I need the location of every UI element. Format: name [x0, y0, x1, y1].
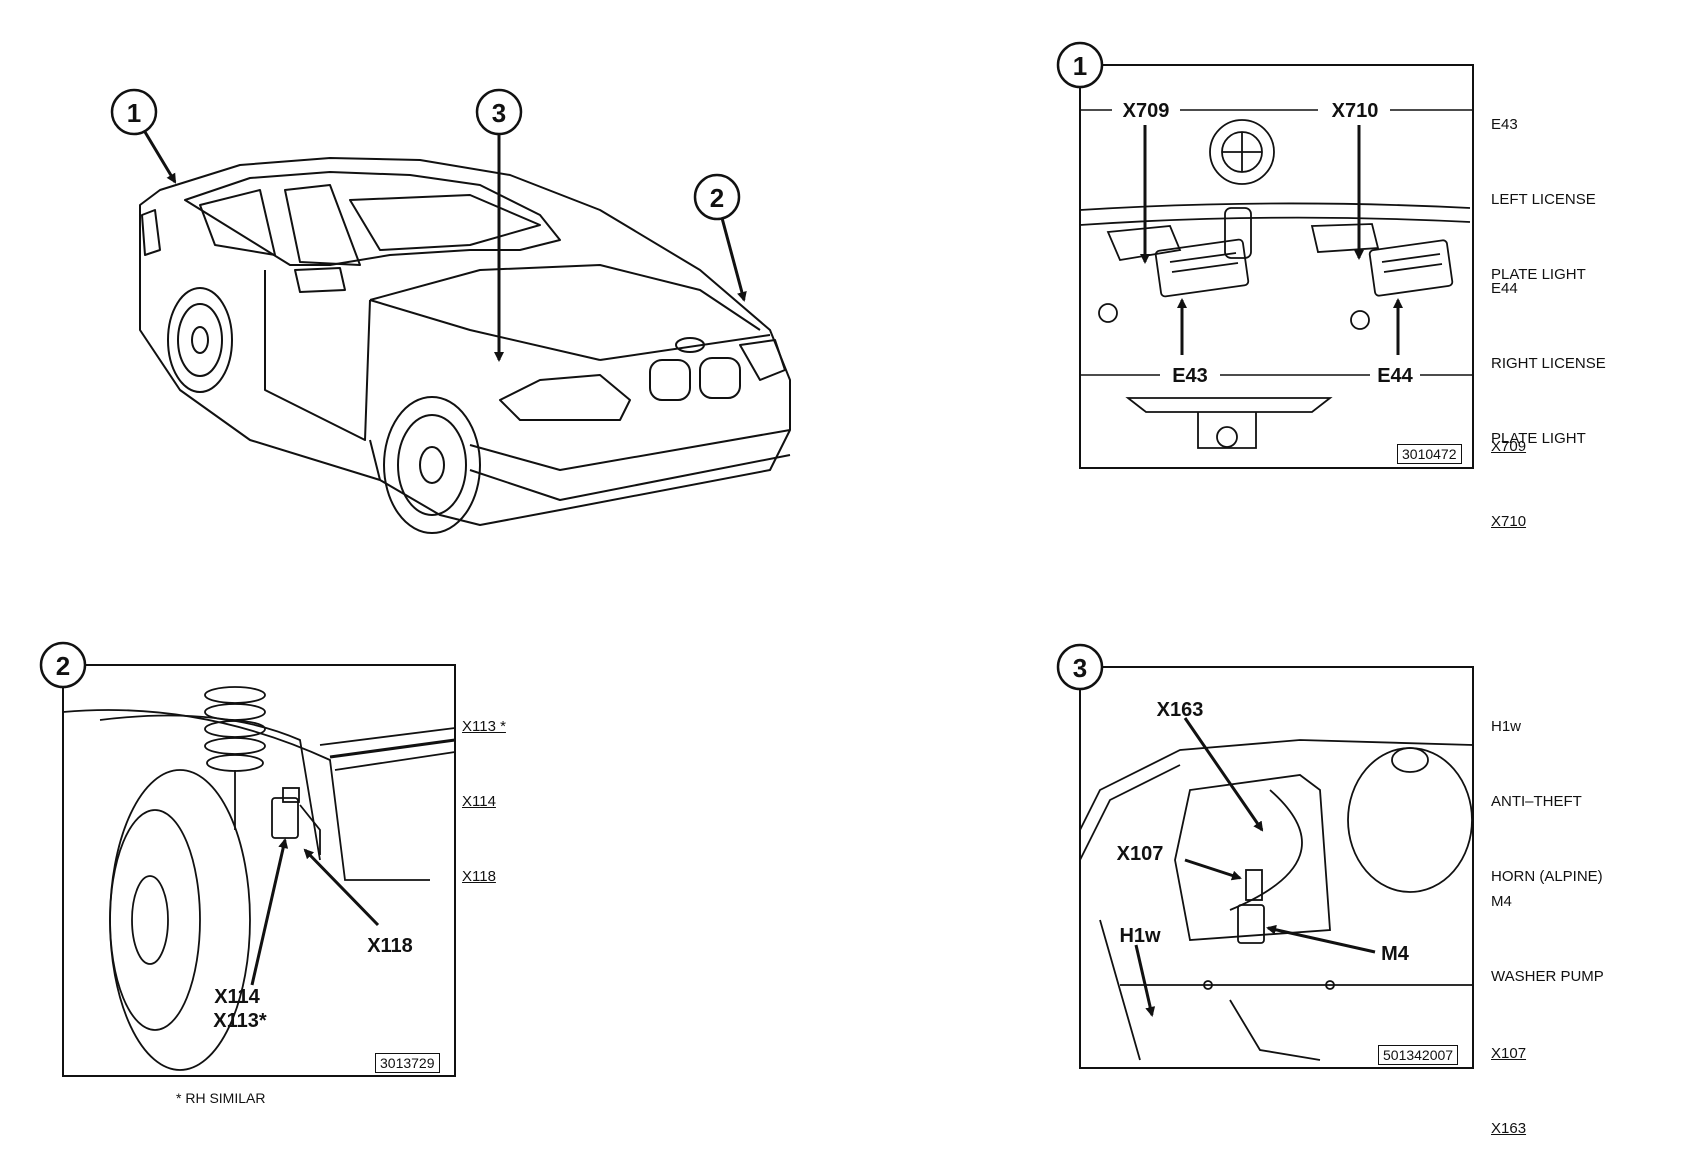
panel-3-drawing: [1079, 739, 1474, 1061]
label-e44: E44: [1377, 365, 1413, 387]
label-h1w: H1w: [1119, 925, 1161, 947]
legend-line: E43: [1491, 116, 1518, 133]
legend-line: H1w: [1491, 718, 1522, 735]
overview-callout-3: 3: [475, 88, 523, 362]
panel-2-drawing: [62, 686, 456, 1071]
connector-ref: X114: [462, 793, 496, 810]
connector-ref: X113 *: [462, 718, 506, 735]
legend-line: E44: [1491, 280, 1518, 297]
label-x107: X107: [1117, 843, 1164, 865]
label-e43: E43: [1172, 365, 1208, 387]
svg-text:3: 3: [1073, 653, 1087, 683]
overview-callout-1: 1: [110, 88, 177, 184]
svg-text:2: 2: [710, 183, 724, 213]
panel-3-arrows: [1134, 717, 1376, 1017]
panel-3-number: 3: [1056, 643, 1104, 691]
panel-1-guides: [1080, 109, 1473, 376]
panel-1-connectors: X709 X710: [1491, 384, 1526, 559]
panel-1-arrows: [1140, 125, 1403, 355]
panel-3-legend-2: M4 WASHER PUMP: [1491, 839, 1604, 1014]
svg-text:3: 3: [492, 98, 506, 128]
panel-3-legend: H1w ANTI–THEFT HORN (ALPINE): [1491, 664, 1603, 914]
label-m4: M4: [1381, 943, 1410, 965]
panel-3-frame: [1079, 666, 1474, 1069]
legend-line: LEFT LICENSE: [1491, 191, 1596, 208]
label-x114: X114: [214, 986, 260, 1008]
svg-text:1: 1: [127, 98, 141, 128]
panel-1-number: 1: [1056, 41, 1104, 89]
connector-ref: X118: [462, 868, 496, 885]
connector-ref: X710: [1491, 513, 1527, 530]
panel-1-id: 3010472: [1397, 444, 1462, 464]
label-x709: X709: [1123, 100, 1170, 122]
connector-ref: X107: [1491, 1045, 1527, 1062]
car-rear-wheel: [167, 287, 233, 393]
panel-1-legend: E43 LEFT LICENSE PLATE LIGHT: [1491, 62, 1596, 312]
car-front-wheel: [383, 396, 481, 534]
panel-2-number: 2: [39, 641, 87, 689]
panel-2-arrows: [250, 838, 380, 986]
diagram-canvas: 1 3 2: [39, 41, 1474, 1077]
panel-3-id: 501342007: [1378, 1045, 1459, 1065]
legend-line: RIGHT LICENSE: [1491, 355, 1606, 372]
legend-line: HORN (ALPINE): [1491, 868, 1603, 885]
car-illustration: [139, 157, 791, 526]
legend-line: WASHER PUMP: [1491, 968, 1604, 985]
legend-line: M4: [1491, 893, 1512, 910]
label-x113: X113*: [213, 1010, 267, 1032]
legend-line: PLATE LIGHT: [1491, 430, 1586, 447]
label-x118: X118: [367, 935, 413, 957]
panel-1-drawing: [1079, 119, 1471, 449]
connector-ref: X163: [1491, 1120, 1527, 1137]
svg-text:2: 2: [56, 651, 70, 681]
panel-1-legend-2: E44 RIGHT LICENSE PLATE LIGHT: [1491, 226, 1606, 476]
legend-line: ANTI–THEFT: [1491, 793, 1582, 810]
overview-callout-2: 2: [693, 173, 747, 302]
legend-line: PLATE LIGHT: [1491, 266, 1586, 283]
label-x163: X163: [1157, 699, 1204, 721]
svg-text:1: 1: [1073, 51, 1087, 81]
panel-2-connectors: X113 * X114 X118: [462, 664, 506, 914]
panel-2-footnote: * RH SIMILAR: [176, 1090, 266, 1106]
label-x710: X710: [1332, 100, 1379, 122]
connector-ref: X709: [1491, 438, 1527, 455]
panel-3-connectors: X107 X163: [1491, 991, 1526, 1166]
panel-2-id: 3013729: [375, 1053, 440, 1073]
